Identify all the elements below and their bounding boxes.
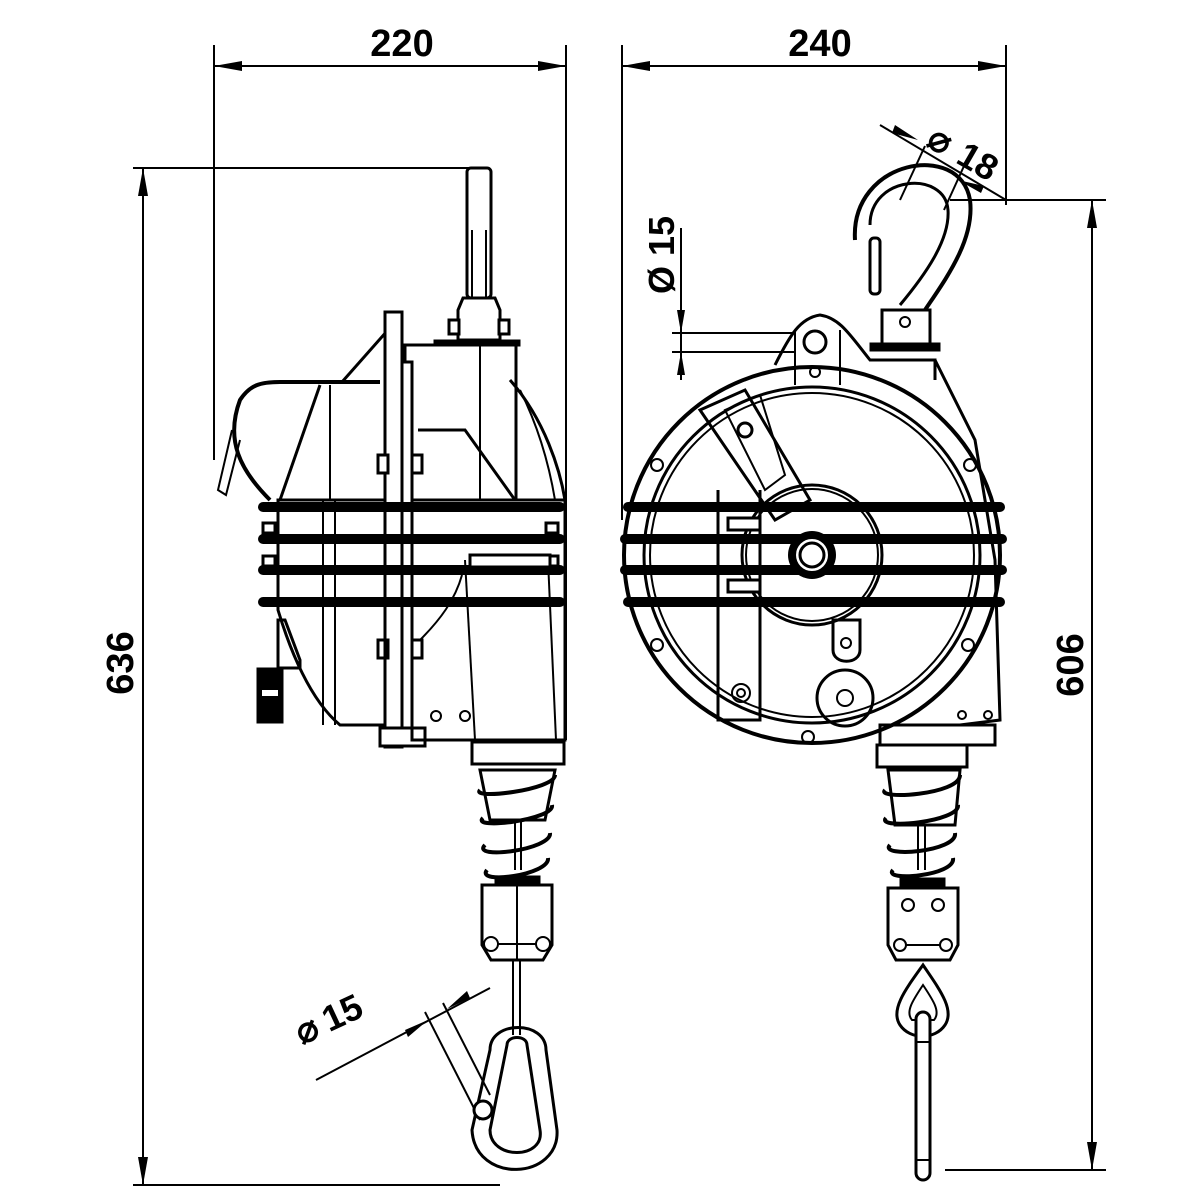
hook-diameter-symbol: ⌀ [921,116,961,163]
dimension-606-label: 606 [1050,633,1092,696]
top-hook [852,163,973,352]
dimension-636: 636 [100,167,500,1186]
dimension-220-label: 220 [370,23,433,65]
carabiner-diameter-value: 15 [315,985,369,1039]
dimension-carabiner-diameter-15: ⌀ 15 [288,985,491,1121]
side-carabiner [470,1026,559,1171]
dimension-606: 606 [945,199,1106,1171]
dimension-240-label: 240 [788,23,851,65]
dimension-636-label: 636 [100,631,142,694]
dimension-eye-diameter-15: Ø 15 [641,216,795,380]
dimension-240: 240 [621,23,1007,520]
suspension-rod [433,166,521,347]
side-bands [258,502,565,607]
front-view [620,163,1007,1182]
eye-diameter-label: Ø 15 [641,216,682,294]
side-spring [477,768,557,880]
hook-diameter-value: 18 [950,133,1005,189]
front-spring [882,768,962,879]
side-view [216,166,567,1171]
